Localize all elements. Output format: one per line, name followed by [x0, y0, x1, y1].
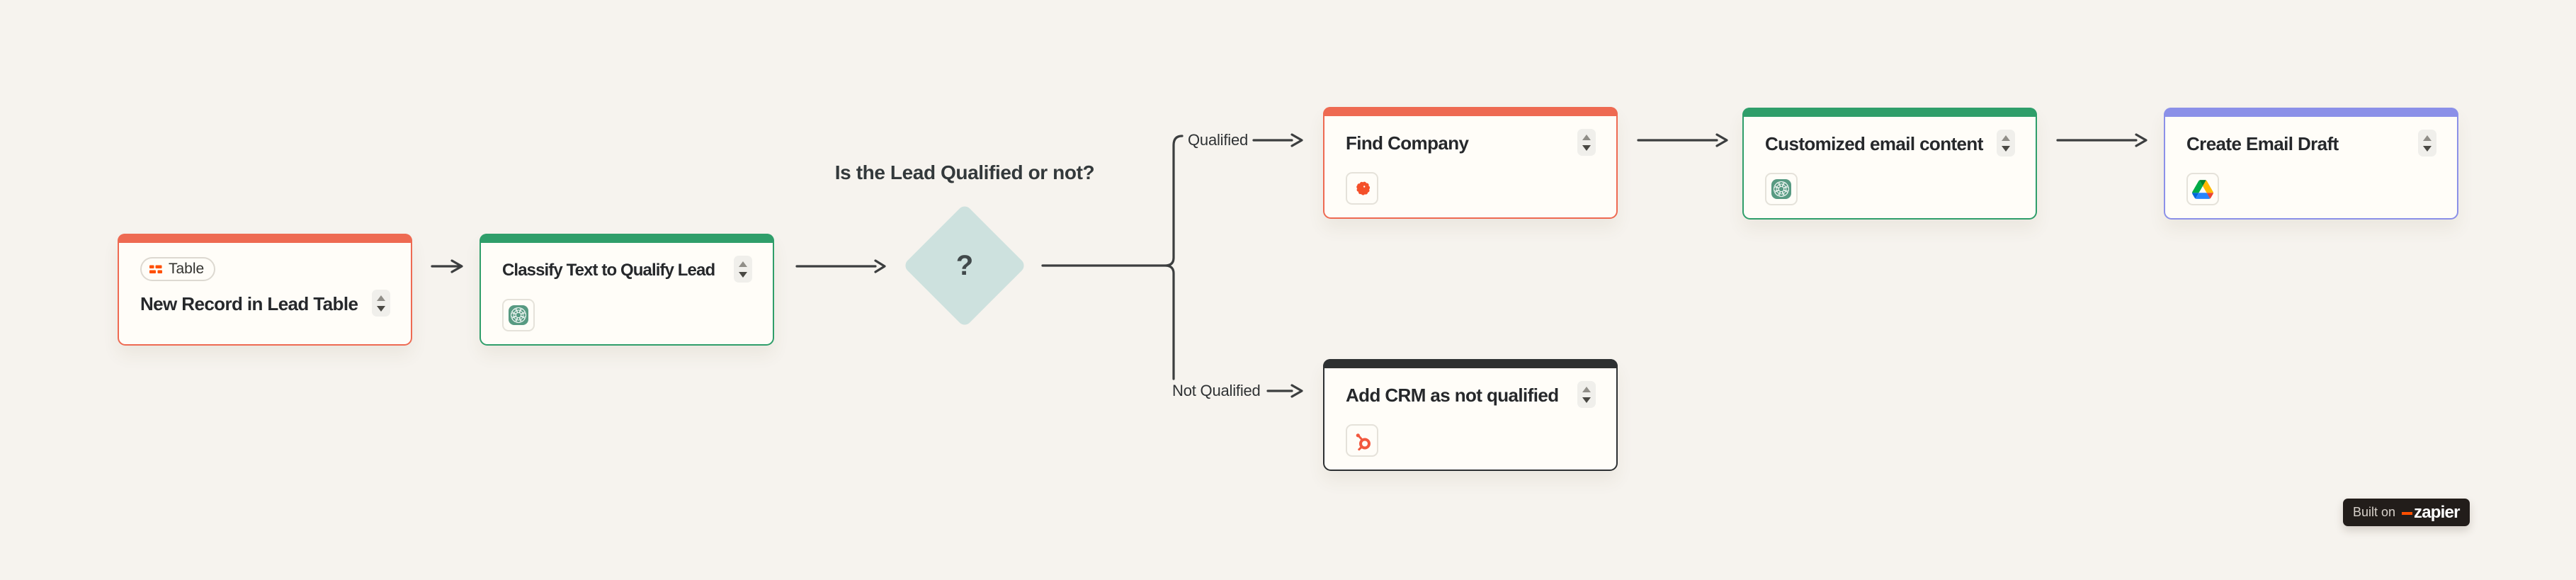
- app-icon-box: [1346, 424, 1378, 457]
- reorder-stepper[interactable]: [1577, 129, 1596, 156]
- hubspot-icon: [1356, 433, 1371, 451]
- reorder-stepper[interactable]: [734, 256, 752, 283]
- zapier-underscore-icon: [2402, 511, 2413, 515]
- step-down-icon[interactable]: [1582, 144, 1591, 151]
- node-find-company[interactable]: Find Company: [1323, 107, 1618, 219]
- decision-diamond[interactable]: ?: [902, 203, 1027, 328]
- decision-question: Is the Lead Qualified or not?: [834, 161, 1095, 183]
- reorder-stepper[interactable]: [372, 290, 390, 317]
- step-up-icon[interactable]: [377, 295, 385, 301]
- node-title: Customized email content: [1765, 133, 1983, 154]
- zapier-tables-icon: [149, 265, 162, 273]
- ai-by-zapier-icon: [509, 305, 528, 325]
- node-title: Classify Text to Qualify Lead: [502, 261, 715, 280]
- step-down-icon[interactable]: [2002, 145, 2010, 152]
- zapier-logo: zapier: [2402, 504, 2460, 521]
- node-title: New Record in Lead Table: [140, 293, 358, 314]
- step-up-icon[interactable]: [739, 261, 747, 267]
- node-customized-email-content[interactable]: Customized email content: [1742, 108, 2037, 220]
- reorder-stepper[interactable]: [2418, 130, 2436, 157]
- step-up-icon[interactable]: [1582, 134, 1591, 140]
- node-title: Add CRM as not qualified: [1346, 385, 1559, 406]
- connector-findcompany-to-email: [1637, 133, 1728, 147]
- branch-label-qualified: Qualified: [1188, 131, 1249, 149]
- node-classify-text-to-qualify-lead[interactable]: Classify Text to Qualify Lead: [480, 234, 774, 346]
- connector-notqualified-arrow: [1266, 384, 1303, 398]
- connector-email-to-draft: [2056, 133, 2147, 147]
- node-accent-bar: [2164, 108, 2458, 117]
- step-down-icon[interactable]: [2423, 145, 2432, 152]
- app-icon-box: [1346, 172, 1378, 205]
- zapier-wordmark: zapier: [2414, 502, 2460, 522]
- reorder-stepper[interactable]: [1997, 130, 2015, 157]
- node-accent-bar: [1323, 359, 1618, 368]
- node-accent-bar: [1323, 107, 1618, 116]
- node-add-crm-as-not-qualified[interactable]: Add CRM as not qualified: [1323, 359, 1618, 471]
- step-down-icon[interactable]: [1582, 397, 1591, 403]
- node-create-email-draft[interactable]: Create Email Draft: [2164, 108, 2458, 220]
- app-icon-box: [2186, 173, 2219, 205]
- step-up-icon[interactable]: [2423, 135, 2432, 141]
- node-accent-bar: [480, 234, 774, 243]
- branch-label-not-qualified: Not Qualified: [1172, 382, 1261, 399]
- app-icon-box: [502, 299, 535, 331]
- step-up-icon[interactable]: [1582, 386, 1591, 392]
- reorder-stepper[interactable]: [1577, 381, 1596, 408]
- google-drive-icon: [2192, 179, 2213, 199]
- step-up-icon[interactable]: [2002, 135, 2010, 141]
- node-new-record-in-lead-table[interactable]: Table New Record in Lead Table: [118, 234, 412, 346]
- table-app-badge: Table: [140, 257, 216, 281]
- step-down-icon[interactable]: [739, 271, 747, 278]
- connector-qualified-arrow: [1252, 133, 1303, 147]
- node-accent-bar: [1742, 108, 2037, 117]
- ai-by-zapier-icon: [1771, 179, 1791, 199]
- node-accent-bar: [118, 234, 412, 243]
- connector-trigger-to-classify: [431, 259, 463, 273]
- built-on-label: Built on: [2353, 505, 2396, 519]
- node-title: Create Email Draft: [2186, 133, 2339, 154]
- built-on-zapier-badge[interactable]: Built on zapier: [2343, 499, 2470, 526]
- connector-classify-to-decision: [795, 259, 886, 273]
- step-down-icon[interactable]: [377, 305, 385, 312]
- node-title: Find Company: [1346, 132, 1469, 154]
- find-company-app-icon: [1356, 181, 1371, 195]
- app-badge-label: Table: [169, 261, 205, 277]
- connector-decision-split: [1041, 135, 1184, 380]
- decision-diamond-label: ?: [955, 249, 974, 281]
- app-icon-box: [1765, 173, 1798, 205]
